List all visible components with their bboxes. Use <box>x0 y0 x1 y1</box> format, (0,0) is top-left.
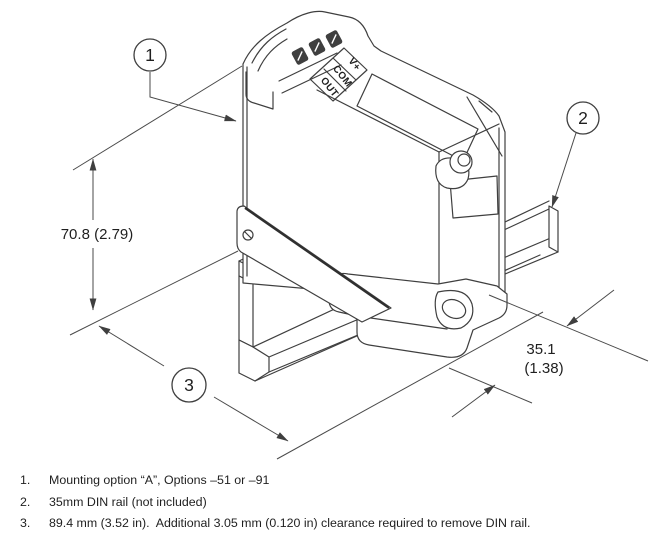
clamp-knob <box>435 150 473 190</box>
width-dimension-label-in: (1.38) <box>524 360 563 377</box>
side-recess-panel <box>449 175 499 219</box>
callout-1: 1 <box>133 38 237 122</box>
callout-3-circle <box>171 367 207 403</box>
callout-1-circle <box>133 38 167 72</box>
footnote-row-3: 3. 89.4 mm (3.52 in). Additional 3.05 mm… <box>20 513 635 535</box>
device-body <box>242 10 506 308</box>
dimension-height: 70.8 (2.79) <box>61 65 243 336</box>
callout-1-leader <box>149 72 237 122</box>
footnote-3-text: 89.4 mm (3.52 in). Additional 3.05 mm (0… <box>49 516 531 531</box>
height-dimension-label: 70.8 (2.79) <box>61 226 134 243</box>
terminal-screws <box>291 30 343 65</box>
footnote-row-1: 1. Mounting option “A”, Options –51 or –… <box>20 470 635 492</box>
footnotes: 1. Mounting option “A”, Options –51 or –… <box>20 470 635 535</box>
footnote-1-number: 1. <box>20 473 31 487</box>
footnote-2-text: 35mm DIN rail (not included) <box>49 494 207 509</box>
callout-3: 3 <box>171 367 207 403</box>
footnote-3-number: 3. <box>20 516 31 531</box>
callout-3-number: 3 <box>184 375 194 395</box>
callout-2: 2 <box>551 101 600 208</box>
terminal-hood <box>251 28 287 64</box>
din-rail-clip <box>328 272 508 358</box>
callout-1-number: 1 <box>145 45 155 65</box>
callout-2-leader <box>551 132 577 208</box>
mounting-plate <box>236 205 392 323</box>
footnote-2-number: 2. <box>20 494 31 509</box>
callout-2-circle <box>566 101 600 135</box>
callout-2-number: 2 <box>578 108 588 128</box>
footnote-row-2: 2. 35mm DIN rail (not included) <box>20 492 635 514</box>
width-dimension-label-mm: 35.1 <box>526 341 555 358</box>
din-rail-end <box>548 205 559 253</box>
dimension-width: 35.1 (1.38) <box>448 289 649 418</box>
clip-latch <box>434 289 474 330</box>
dimension-depth <box>98 311 544 460</box>
footnote-1-text: Mounting option “A”, Options –51 or –91 <box>49 473 270 487</box>
